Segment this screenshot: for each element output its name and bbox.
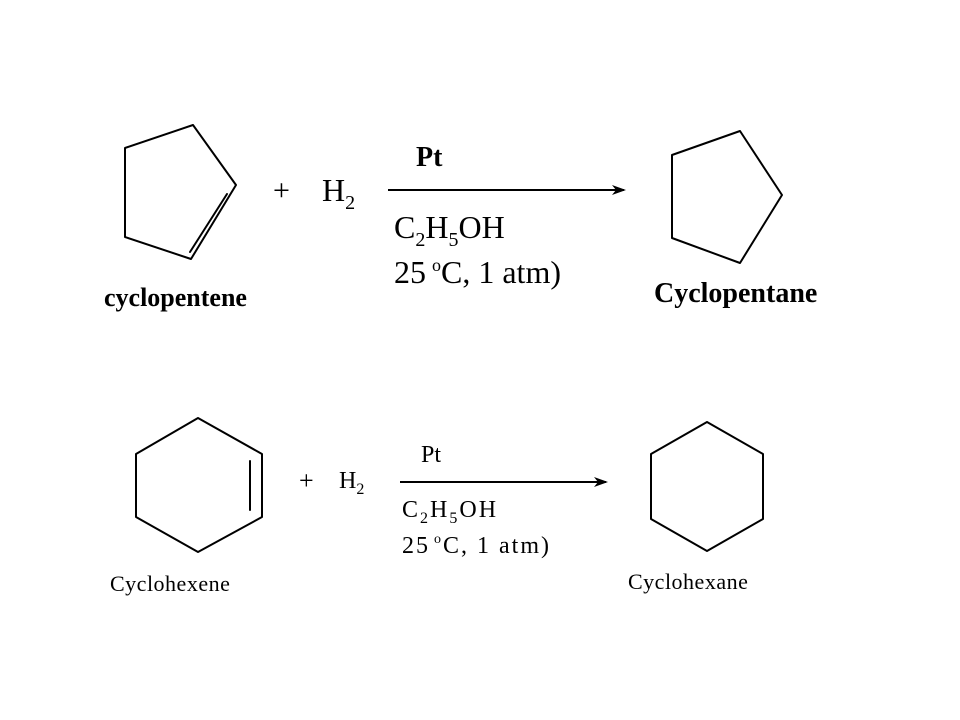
- cyclopentane-structure: [671, 130, 783, 264]
- product-name-cyclohexane: Cyclohexane: [628, 569, 748, 594]
- cyclohexene-ring: [135, 417, 263, 553]
- cyclopentene-structure: [124, 124, 237, 260]
- cyclopentene-double-bond: [189, 193, 228, 253]
- product-name-cyclopentane: Cyclopentane: [654, 278, 817, 309]
- catalyst-label: Pt: [421, 442, 441, 468]
- reactant-name-cyclopentene: cyclopentene: [104, 283, 247, 312]
- solvent-label: C2H5OH: [402, 497, 498, 527]
- hydrogen-reagent: H2: [339, 468, 364, 498]
- cyclopentene-ring: [124, 124, 237, 260]
- plus-sign: +: [299, 466, 314, 495]
- hydrogen-reagent: H2: [322, 172, 355, 214]
- plus-sign: +: [273, 174, 290, 207]
- cyclohexane-structure: [650, 421, 764, 552]
- cyclohexene-structure: [135, 417, 263, 553]
- solvent-label: C2H5OH: [394, 209, 505, 251]
- catalyst-label: Pt: [416, 142, 443, 173]
- reactant-name-cyclohexene: Cyclohexene: [110, 571, 230, 596]
